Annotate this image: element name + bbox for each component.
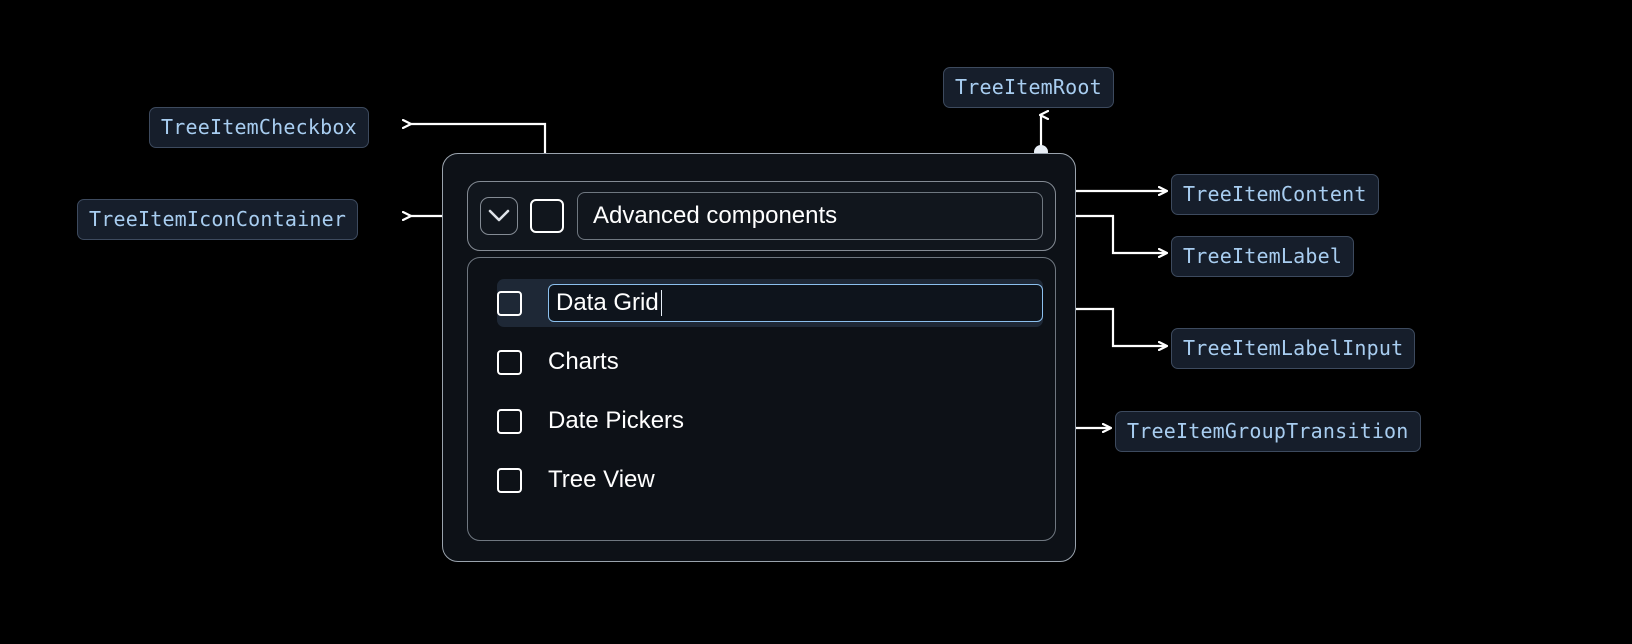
- tree-item-icon-container[interactable]: [480, 197, 518, 235]
- annotation-tree-item-label-input: TreeItemLabelInput: [1171, 328, 1416, 369]
- tree-item-root[interactable]: Advanced components Data Grid Charts Dat…: [442, 153, 1076, 562]
- tree-item-checkbox[interactable]: [497, 408, 522, 434]
- annotation-tree-item-checkbox: TreeItemCheckbox: [149, 107, 369, 148]
- tree-item-label[interactable]: Advanced components: [577, 192, 1043, 240]
- tree-item-row-tree-view[interactable]: Tree View: [468, 456, 1055, 504]
- annotation-tree-item-icon-container: TreeItemIconContainer: [77, 199, 359, 240]
- chevron-down-icon: [488, 209, 510, 222]
- tree-item-label-input[interactable]: Data Grid: [548, 284, 1043, 322]
- tree-item-label: Charts: [548, 348, 619, 375]
- tree-item-content[interactable]: Advanced components: [467, 181, 1056, 251]
- tree-item-group-transition: Data Grid Charts Date Pickers Tree View: [467, 257, 1056, 541]
- tree-item-label: Date Pickers: [548, 407, 685, 434]
- text-caret: [660, 290, 663, 316]
- tree-item-checkbox[interactable]: [497, 290, 522, 316]
- annotation-tree-item-content: TreeItemContent: [1171, 174, 1379, 215]
- tree-item-label-input-value: Data Grid: [556, 289, 659, 316]
- tree-item-row-data-grid[interactable]: Data Grid: [497, 279, 1043, 327]
- tree-item-row-date-pickers[interactable]: Date Pickers: [468, 397, 1055, 445]
- tree-item-checkbox[interactable]: [497, 467, 522, 493]
- tree-item-checkbox[interactable]: [497, 349, 522, 375]
- tree-item-label: Tree View: [548, 466, 655, 493]
- tree-item-row-charts[interactable]: Charts: [468, 338, 1055, 386]
- annotation-tree-item-root: TreeItemRoot: [943, 67, 1114, 108]
- annotation-tree-item-group-transition: TreeItemGroupTransition: [1115, 411, 1421, 452]
- tree-item-checkbox[interactable]: [530, 199, 564, 233]
- annotation-tree-item-label: TreeItemLabel: [1171, 236, 1355, 277]
